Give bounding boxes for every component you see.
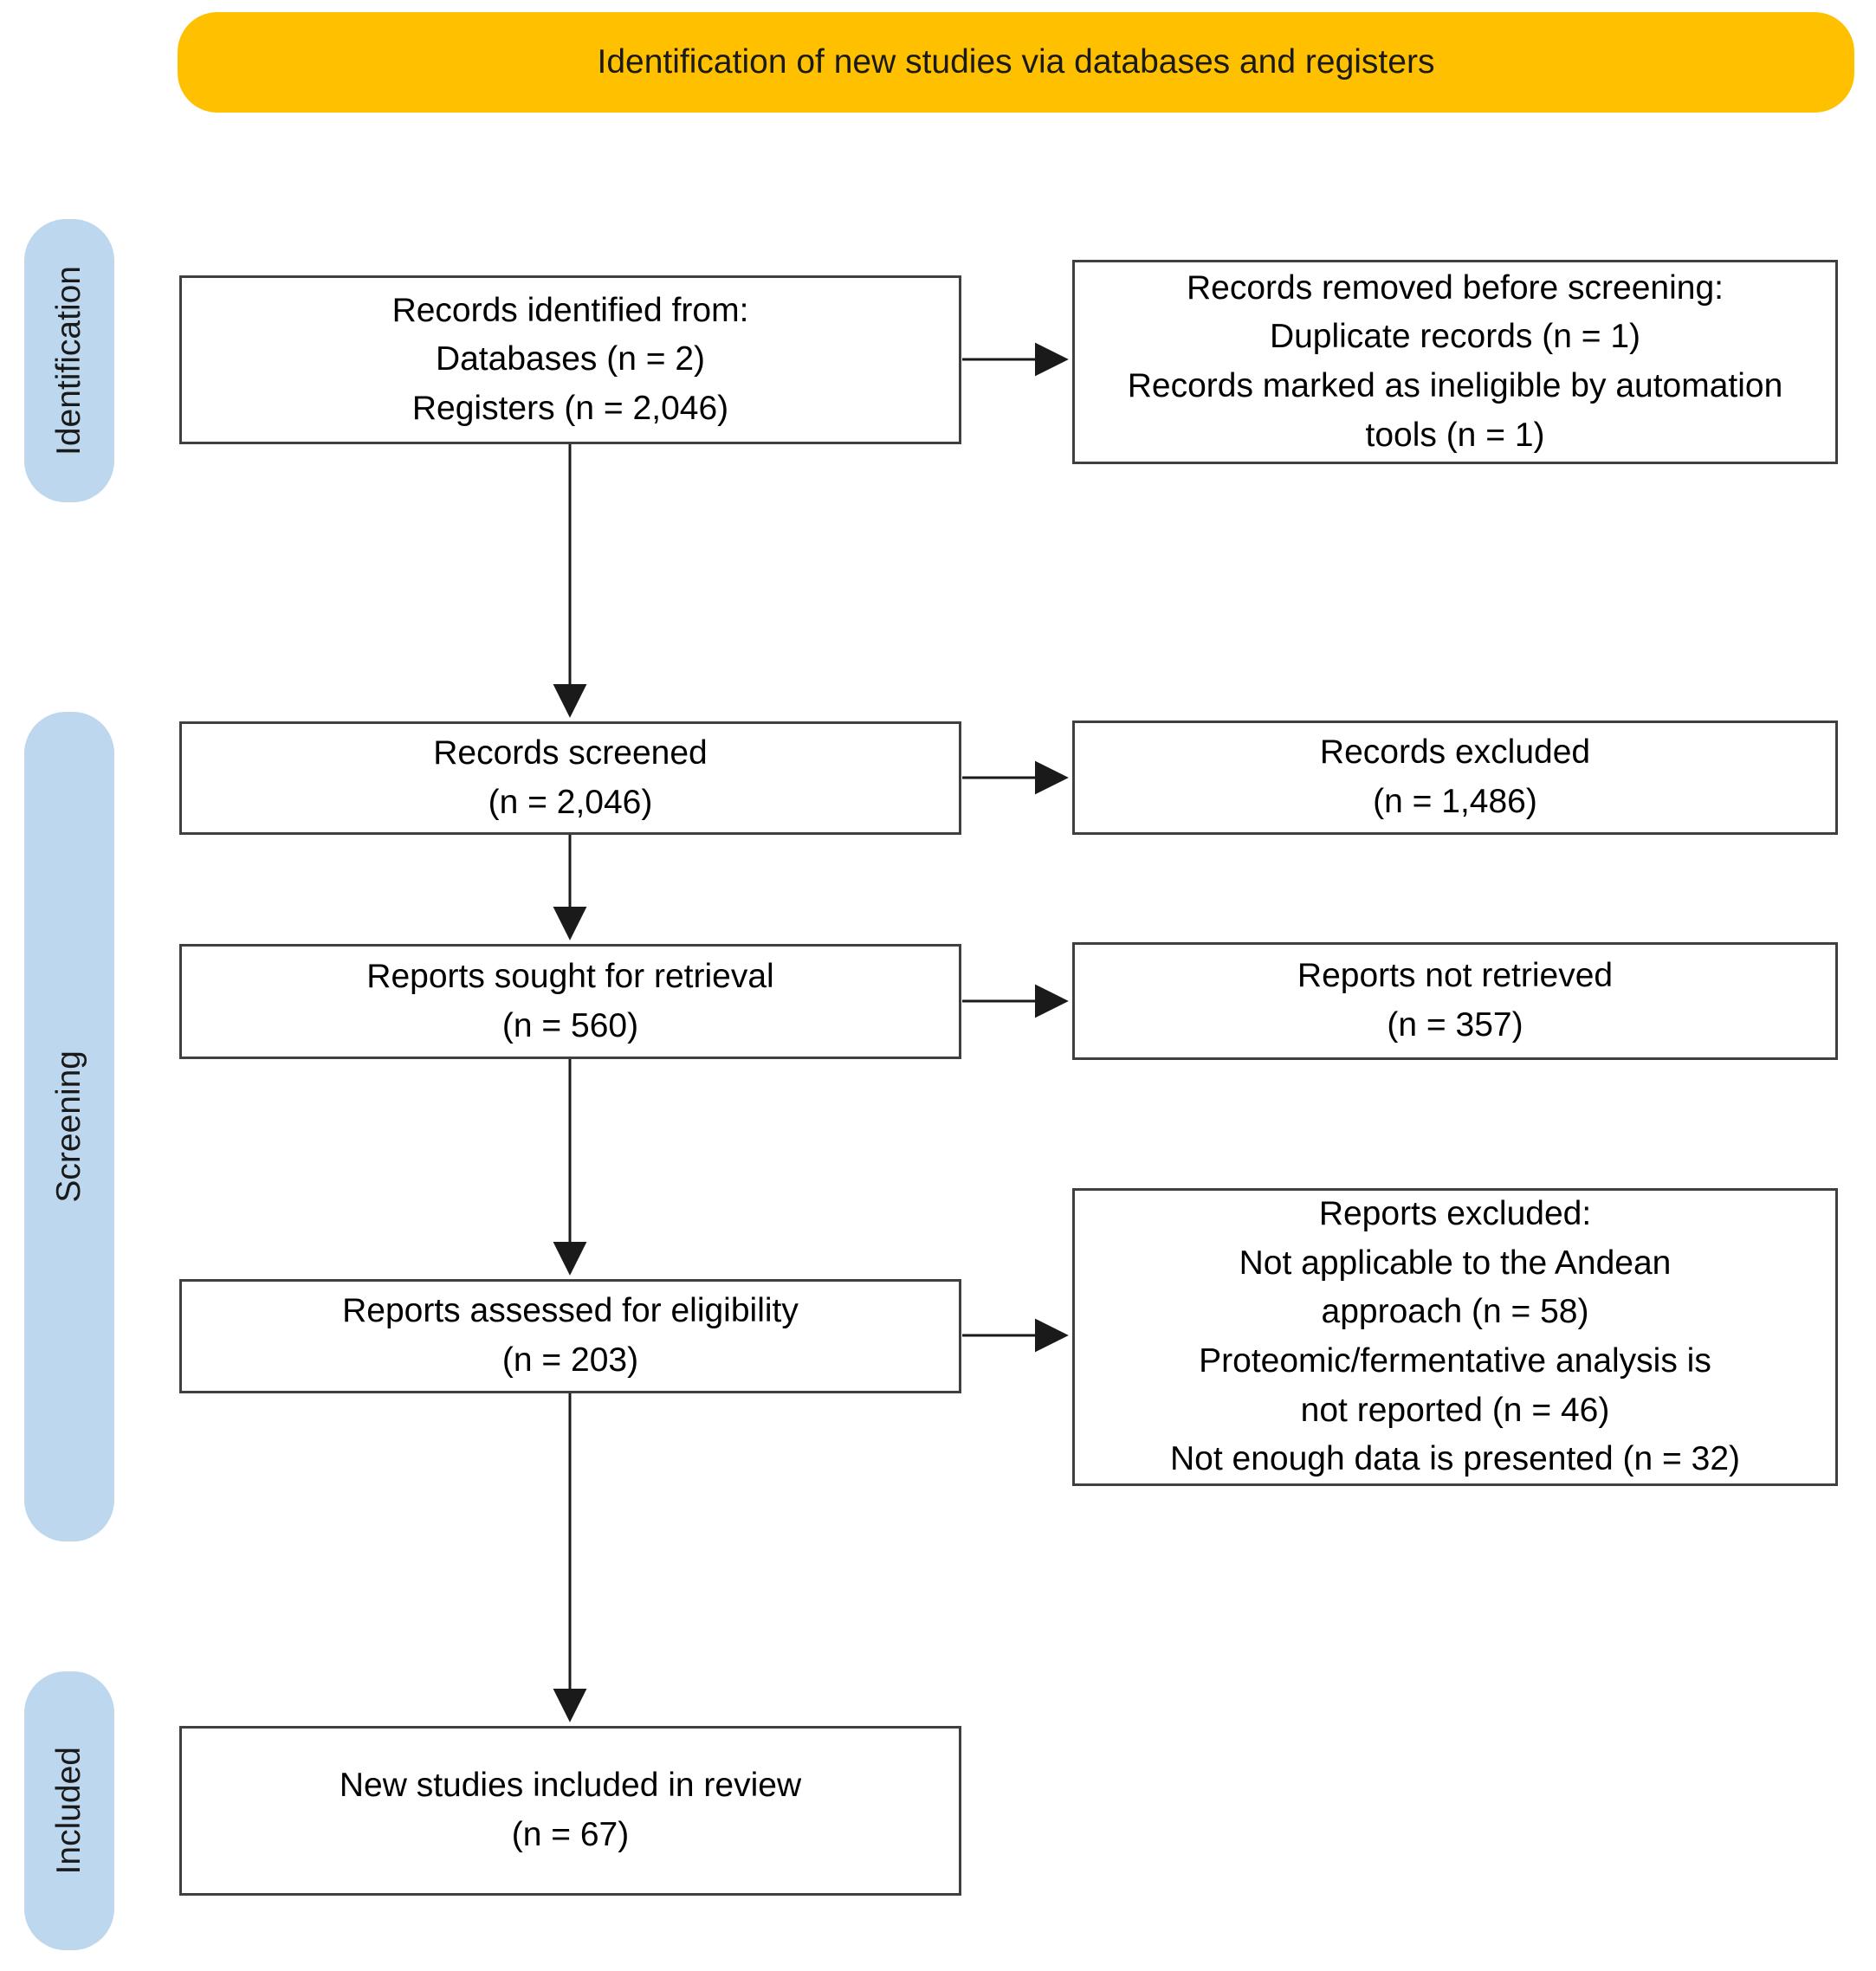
box-records-removed-before-screening: Records removed before screening: Duplic… [1072,260,1838,464]
box-reports-sought-for-retrieval: Reports sought for retrieval (n = 560) [179,944,961,1059]
banner-title: Identification of new studies via databa… [178,12,1854,113]
box-records-identified: Records identified from: Databases (n = … [179,275,961,444]
stage-label-included: Included [24,1671,114,1950]
box-reports-not-retrieved: Reports not retrieved (n = 357) [1072,942,1838,1060]
box-records-excluded: Records excluded (n = 1,486) [1072,721,1838,835]
stage-label-identification-text: Identification [50,266,87,456]
box-records-screened: Records screened (n = 2,046) [179,721,961,835]
stage-label-included-text: Included [50,1747,87,1875]
stage-label-identification: Identification [24,219,114,502]
box-reports-assessed-for-eligibility: Reports assessed for eligibility (n = 20… [179,1279,961,1393]
stage-label-screening-text: Screening [50,1050,87,1203]
box-reports-excluded: Reports excluded: Not applicable to the … [1072,1188,1838,1486]
box-new-studies-included-in-review: New studies included in review (n = 67) [179,1726,961,1896]
stage-label-screening: Screening [24,712,114,1541]
